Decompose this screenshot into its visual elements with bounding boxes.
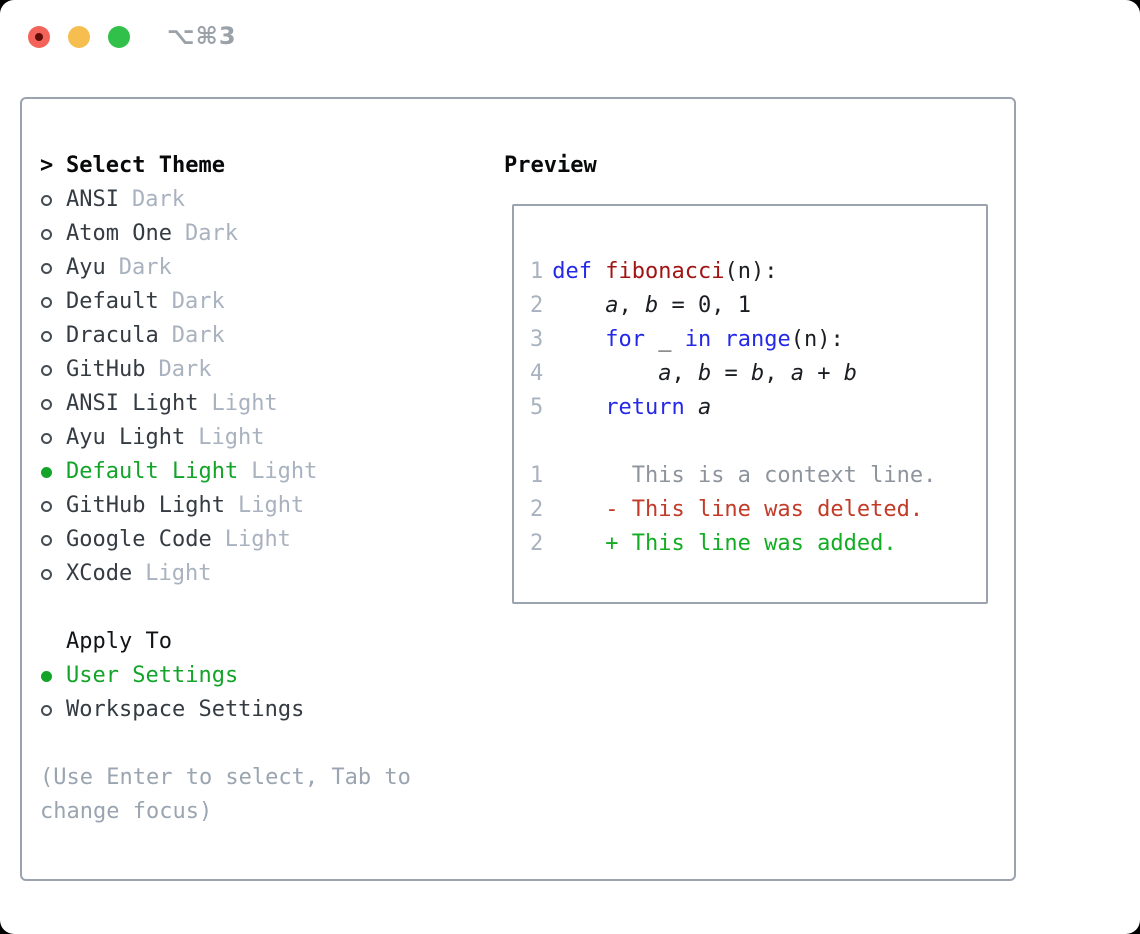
theme-label: ANSI xyxy=(66,187,119,212)
theme-list: > Select Theme ANSI Dark Atom One Dark A… xyxy=(40,149,411,829)
traffic-lights xyxy=(28,26,130,48)
help-text-line-2: change focus) xyxy=(40,799,213,824)
theme-option-ayu-dark[interactable]: Ayu Dark xyxy=(40,251,411,285)
theme-variant-tag: Light xyxy=(211,391,278,416)
theme-picker-panel: > Select Theme ANSI Dark Atom One Dark A… xyxy=(20,97,1016,881)
theme-option-default-light[interactable]: Default Light Light xyxy=(40,455,411,489)
radio-icon xyxy=(41,500,52,512)
close-dot-icon xyxy=(35,33,43,41)
preview-code-line: 2 a, b = 0, 1 xyxy=(530,292,751,318)
radio-icon xyxy=(41,330,52,342)
theme-option-google-code-light[interactable]: Google Code Light xyxy=(40,523,411,557)
theme-label: Ayu Light xyxy=(66,425,186,450)
line-number: 2 xyxy=(530,530,544,556)
theme-label: Atom One xyxy=(66,221,172,246)
spacer xyxy=(40,727,411,761)
radio-icon xyxy=(41,194,52,206)
theme-variant-tag: Light xyxy=(224,527,291,552)
apply-to-label: Workspace Settings xyxy=(66,697,305,722)
zoom-button[interactable] xyxy=(108,26,130,48)
theme-option-dracula-dark[interactable]: Dracula Dark xyxy=(40,319,411,353)
theme-label: XCode xyxy=(66,561,133,586)
theme-list-header: > Select Theme xyxy=(40,149,411,183)
theme-option-ansi-dark[interactable]: ANSI Dark xyxy=(40,183,411,217)
preview-diff-added-line: 2 + This line was added. xyxy=(530,530,897,556)
theme-variant-tag: Dark xyxy=(118,255,172,280)
preview-code-line: 3 for _ in range(n): xyxy=(530,326,844,352)
line-number: 1 xyxy=(530,462,544,488)
theme-variant-tag: Light xyxy=(198,425,265,450)
theme-option-github-dark[interactable]: GitHub Dark xyxy=(40,353,411,387)
theme-label: GitHub Light xyxy=(66,493,225,518)
help-text-line-1: (Use Enter to select, Tab to xyxy=(40,765,411,790)
preview-code-line: 4 a, b = b, a + b xyxy=(530,360,857,386)
theme-option-xcode-light[interactable]: XCode Light xyxy=(40,557,411,591)
apply-to-header: Apply To xyxy=(40,625,411,659)
window-title: ⌥⌘3 xyxy=(167,22,237,50)
radio-icon xyxy=(41,228,52,240)
preview-title: Preview xyxy=(504,153,597,178)
radio-icon xyxy=(41,398,52,410)
line-number: 2 xyxy=(530,292,544,318)
theme-option-atom-one-dark[interactable]: Atom One Dark xyxy=(40,217,411,251)
minimize-button[interactable] xyxy=(68,26,90,48)
radio-icon xyxy=(41,432,52,444)
titlebar: ⌥⌘3 xyxy=(0,0,1140,75)
spacer xyxy=(40,591,411,625)
apply-to-title: Apply To xyxy=(66,629,172,654)
theme-variant-tag: Dark xyxy=(171,289,225,314)
prompt-icon: > xyxy=(40,153,54,178)
radio-icon xyxy=(41,704,52,716)
radio-icon xyxy=(41,296,52,308)
theme-variant-tag: Dark xyxy=(131,187,185,212)
line-number: 1 xyxy=(530,258,544,284)
theme-label: Default xyxy=(66,289,159,314)
theme-option-ayu-light[interactable]: Ayu Light Light xyxy=(40,421,411,455)
theme-variant-tag: Dark xyxy=(184,221,238,246)
theme-label: ANSI Light xyxy=(66,391,199,416)
line-number: 4 xyxy=(530,360,544,386)
line-number: 5 xyxy=(530,394,544,420)
preview-code-line: 5 return a xyxy=(530,394,712,420)
apply-to-label: User Settings xyxy=(66,663,239,688)
theme-label: Google Code xyxy=(66,527,212,552)
theme-label: Ayu xyxy=(66,255,106,280)
preview-blank-line xyxy=(530,424,986,458)
apply-to-user-settings[interactable]: User Settings xyxy=(40,659,411,693)
line-number: 3 xyxy=(530,326,544,352)
line-number: 2 xyxy=(530,496,544,522)
close-button[interactable] xyxy=(28,26,50,48)
theme-option-github-light[interactable]: GitHub Light Light xyxy=(40,489,411,523)
theme-variant-tag: Light xyxy=(251,459,318,484)
radio-icon xyxy=(41,534,52,546)
theme-variant-tag: Dark xyxy=(171,323,225,348)
apply-to-workspace-settings[interactable]: Workspace Settings xyxy=(40,693,411,727)
theme-label: Dracula xyxy=(66,323,159,348)
theme-label: Default Light xyxy=(66,459,239,484)
radio-icon xyxy=(41,568,52,580)
radio-icon xyxy=(41,364,52,376)
preview-diff-deleted-line: 2 - This line was deleted. xyxy=(530,496,924,522)
theme-variant-tag: Light xyxy=(237,493,305,518)
theme-variant-tag: Dark xyxy=(158,357,212,382)
radio-selected-icon xyxy=(41,670,52,682)
theme-label: GitHub xyxy=(66,357,146,382)
radio-selected-icon xyxy=(41,466,52,478)
radio-icon xyxy=(41,262,52,274)
theme-option-default-dark[interactable]: Default Dark xyxy=(40,285,411,319)
theme-list-title: Select Theme xyxy=(66,153,225,178)
theme-variant-tag: Light xyxy=(145,561,212,586)
theme-option-ansi-light[interactable]: ANSI Light Light xyxy=(40,387,411,421)
preview-diff-context-line: 1 This is a context line. xyxy=(530,462,937,488)
